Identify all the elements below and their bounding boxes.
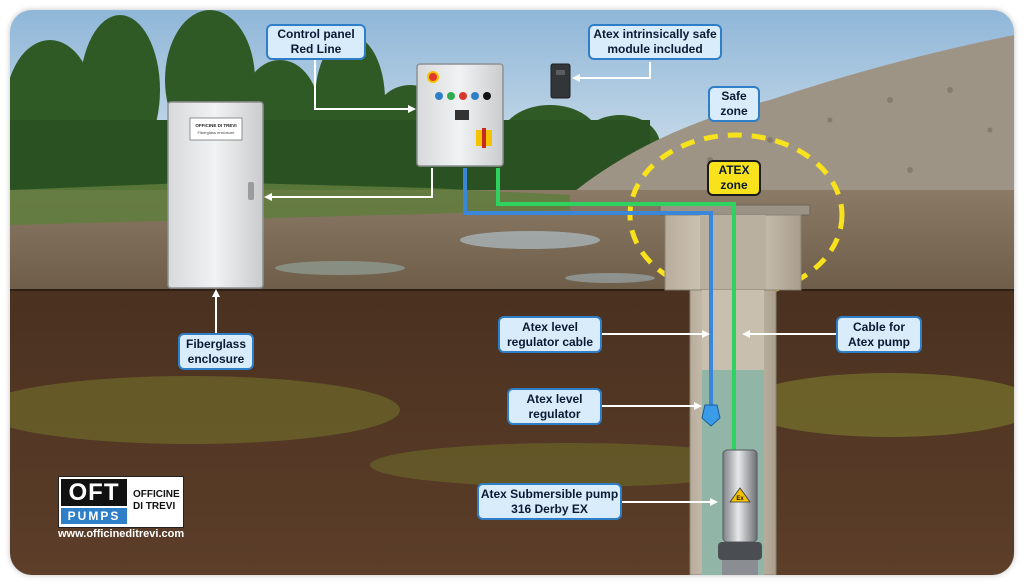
logo-company: OFFICINE DI TREVI: [133, 489, 183, 513]
callout-level-cable-line2: regulator cable: [506, 334, 594, 349]
pump-ex-label: Ex: [736, 496, 744, 502]
callout-fiberglass-line1: Fiberglass: [185, 336, 247, 351]
callout-pump-cable-line2: Atex pump: [847, 334, 910, 349]
enclosure-plate: [189, 117, 243, 141]
fiberglass-enclosure-graphic: OFFICINE DI TREVI Fiberglass enclosure: [167, 101, 264, 289]
callout-atex-zone-line2: zone: [720, 178, 748, 192]
logo-box: OFT PUMPS OFFICINE DI TREVI: [58, 476, 184, 528]
callout-pump-cable-line1: Cable for: [852, 319, 905, 334]
emergency-stop: [427, 71, 439, 83]
callout-level-regulator-line2: regulator: [528, 406, 581, 421]
leader-arrowheads: [212, 74, 750, 506]
logo-company-line2: DI TREVI: [133, 501, 176, 512]
enclosure-handle: [248, 182, 254, 200]
callout-control-panel: Control panel Red Line: [266, 24, 366, 60]
callout-atex-zone: ATEX zone: [707, 160, 761, 196]
callout-control-panel-line2: Red Line: [290, 42, 342, 56]
puddle: [565, 273, 655, 283]
enclosure-plate-brand: OFFICINE DI TREVI: [195, 123, 236, 128]
callout-atex-module-line2: module included: [607, 42, 703, 56]
submersible-pump-graphic: Ex: [718, 449, 762, 575]
control-panel-graphic: [416, 63, 504, 167]
callout-atex-zone-line1: ATEX: [718, 163, 750, 177]
brand-logo: OFT PUMPS OFFICINE DI TREVI www.officine…: [58, 476, 218, 542]
diagram-frame: OFFICINE DI TREVI Fiberglass enclosure: [10, 10, 1014, 575]
level-regulator-cable: [463, 168, 713, 405]
callout-atex-module-line1: Atex intrinsically safe: [593, 27, 717, 41]
clay-layer: [740, 373, 1014, 437]
clay-layer: [370, 443, 770, 487]
callout-safe-zone-line1: Safe: [721, 89, 747, 103]
callout-safe-zone: Safe zone: [708, 86, 760, 122]
callout-atex-module: Atex intrinsically safe module included: [588, 24, 722, 60]
callout-submersible-pump-line1: Atex Submersible pump: [480, 486, 619, 501]
callout-safe-zone-line2: zone: [720, 104, 748, 118]
logo-website: www.officineditrevi.com: [58, 528, 185, 540]
callout-level-regulator: Atex level regulator: [507, 388, 602, 425]
clay-layer: [10, 376, 400, 444]
logo-oft: OFT: [61, 479, 127, 506]
ex-marking: [729, 487, 751, 503]
atex-module-graphic: [550, 63, 571, 99]
puddle: [460, 231, 600, 249]
puddle: [275, 261, 405, 275]
pump-cable: [496, 168, 736, 450]
callout-fiberglass-line2: enclosure: [187, 351, 245, 366]
grass-strip: [10, 182, 570, 225]
callout-control-panel-line1: Control panel: [277, 27, 355, 41]
callout-pump-cable: Cable for Atex pump: [836, 316, 922, 353]
logo-company-line1: OFFICINE: [133, 489, 180, 500]
callout-level-regulator-cable: Atex level regulator cable: [498, 316, 602, 353]
callout-level-regulator-line1: Atex level: [526, 391, 583, 406]
callout-submersible-pump-line2: 316 Derby EX: [511, 501, 588, 516]
callout-level-cable-line1: Atex level: [521, 319, 579, 334]
callout-submersible-pump: Atex Submersible pump 316 Derby EX: [477, 483, 622, 520]
leader-lines: [215, 56, 838, 503]
logo-pumps: PUMPS: [61, 508, 127, 524]
tree-line: [10, 10, 660, 190]
enclosure-plate-subtitle: Fiberglass enclosure: [198, 130, 236, 135]
callout-fiberglass-enclosure: Fiberglass enclosure: [178, 333, 254, 370]
level-regulator-graphic: [701, 404, 721, 427]
